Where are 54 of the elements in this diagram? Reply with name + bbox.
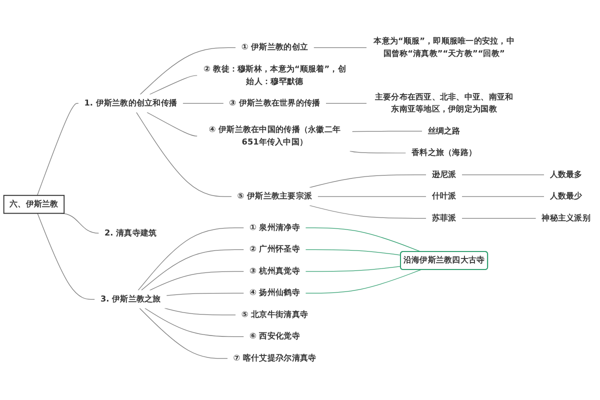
node-text: ④ 扬州仙鹤寺 bbox=[250, 288, 300, 298]
node-text: 2. 清真寺建筑 bbox=[104, 228, 157, 238]
connector bbox=[182, 103, 224, 104]
node-text: ③ 伊斯兰教在世界的传播 bbox=[229, 98, 320, 108]
connector bbox=[141, 249, 244, 291]
node-box bbox=[3, 194, 65, 214]
connector bbox=[462, 218, 536, 219]
node-text: 什叶派 bbox=[432, 191, 456, 201]
connector bbox=[305, 249, 402, 256]
connector bbox=[318, 196, 426, 197]
node-text: 逊尼派 bbox=[432, 170, 456, 180]
node-text: ② 教徒：穆斯林，本意为“顺服着”，创始人：穆罕默德 bbox=[203, 64, 346, 86]
node-text: 主要分布在西亚、北非、中亚、南亚和东南亚等地区，伊朗定为国教 bbox=[374, 92, 514, 114]
connector bbox=[37, 213, 96, 300]
connector bbox=[149, 75, 198, 95]
connector bbox=[462, 196, 544, 197]
node-text: 人数最少 bbox=[550, 191, 582, 201]
node-text: ③ 杭州真觉寺 bbox=[250, 266, 300, 276]
connector bbox=[166, 292, 244, 296]
connector bbox=[136, 112, 232, 197]
node-text: ① 伊斯兰教的创立 bbox=[241, 42, 308, 52]
connector bbox=[326, 103, 367, 104]
connector bbox=[309, 205, 426, 219]
connector bbox=[352, 130, 422, 132]
connector bbox=[138, 228, 244, 291]
node-text: 神秘主义派别 bbox=[542, 213, 590, 223]
node-text: ⑤ 北京牛街清真寺 bbox=[241, 310, 308, 320]
node-text: ⑦ 喀什艾提尕尔清真寺 bbox=[233, 353, 316, 363]
node-text: 苏菲派 bbox=[432, 213, 456, 223]
node-text: ① 泉州清净寺 bbox=[250, 222, 300, 232]
connector bbox=[350, 150, 406, 154]
node-text: ④ 伊斯兰教在中国的传播（永徽二年651年传入中国） bbox=[208, 124, 341, 147]
node-text: 1. 伊斯兰教的创立和传播 bbox=[84, 98, 178, 108]
connector bbox=[144, 308, 244, 337]
node-text: ② 广州怀圣寺 bbox=[250, 244, 300, 254]
connector bbox=[140, 47, 236, 95]
node-text: 本意为“顺服”，即顺服唯一的安拉，中国曾称“清真教”“天方教”“回教” bbox=[374, 36, 514, 58]
connector bbox=[462, 174, 544, 176]
connector bbox=[309, 174, 426, 188]
connector bbox=[146, 112, 198, 136]
connector bbox=[149, 271, 244, 291]
node-text: 人数最多 bbox=[550, 170, 582, 180]
connector bbox=[305, 266, 402, 272]
connector bbox=[139, 308, 228, 359]
connector bbox=[305, 269, 422, 294]
node-text: 3. 伊斯兰教之旅 bbox=[100, 294, 161, 304]
node-text: 丝绸之路 bbox=[428, 126, 460, 136]
connector bbox=[36, 103, 79, 196]
node-text: 香料之旅（海路） bbox=[412, 148, 477, 158]
connector bbox=[305, 228, 422, 252]
node-text: ⑥ 西安化觉寺 bbox=[250, 332, 300, 342]
connector bbox=[164, 308, 236, 316]
connector bbox=[313, 47, 367, 48]
node-text: ⑤ 伊斯兰教主要宗派 bbox=[237, 191, 312, 201]
